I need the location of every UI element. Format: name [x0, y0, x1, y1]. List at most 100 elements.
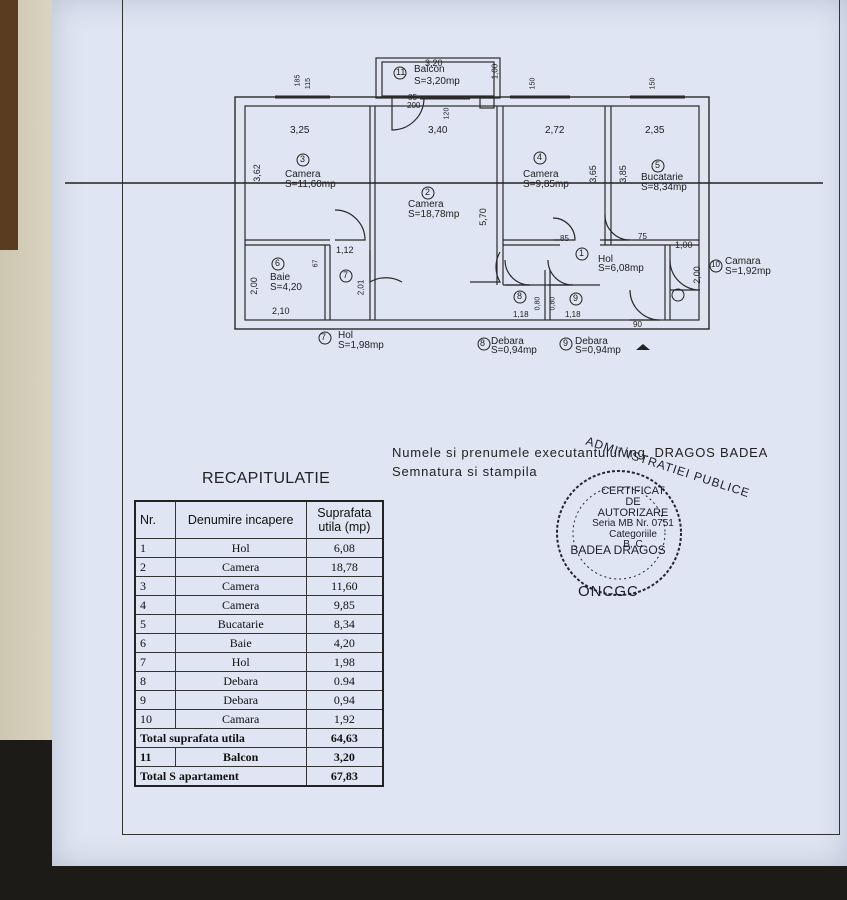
total-utila-row: Total suprafata utila 64,63 — [134, 728, 384, 748]
recap-header-row: Nr. Denumire incapere Suprafata utila (m… — [134, 500, 384, 539]
executant-name: ing. DRAGOS BADEA — [625, 445, 769, 460]
balcon-num: 11 — [396, 67, 406, 77]
dim-201: 2,01 — [356, 279, 366, 296]
recap-table: Nr. Denumire incapere Suprafata utila (m… — [134, 500, 384, 787]
room2-num: 2 — [425, 187, 431, 197]
recap-cell-area: 0,94 — [305, 690, 384, 710]
recap-cell-area: 4,20 — [305, 633, 384, 653]
stamp-l3: AUTORIZARE — [597, 507, 669, 519]
recap-cell-nr: 1 — [134, 538, 176, 558]
recap-cell-name: Hol — [174, 652, 307, 672]
room10-num: 10 — [711, 260, 720, 269]
executant-label: Numele si prenumele executantului — [392, 445, 622, 460]
room4-width: 2,72 — [545, 125, 565, 136]
room6-num: 6 — [275, 258, 281, 268]
balcon-depth: 1,00 — [490, 63, 500, 80]
stamp-l6: B, C — [623, 539, 643, 550]
room1-num: 1 — [579, 248, 585, 258]
stamp-l4: Seria MB Nr. 0751 — [592, 518, 674, 529]
balcon-width: 3,20 — [425, 58, 443, 68]
room5-num: 5 — [655, 160, 661, 170]
recap-cell-name: Camera — [174, 576, 307, 596]
authorization-stamp — [556, 470, 682, 596]
recap-cell-area: 18,78 — [305, 557, 384, 577]
recap-cell-nr: 10 — [134, 709, 176, 729]
room4-name: Camera — [523, 169, 559, 180]
stamp-l7: BADEA DRAGOS — [570, 543, 666, 557]
recap-cell-area: 8,34 — [305, 614, 384, 634]
total-apt-row: Total S apartament 67,83 — [134, 766, 384, 787]
room3-width: 3,25 — [290, 125, 310, 136]
total-apt-value: 67,83 — [305, 766, 384, 787]
dim-112: 1,12 — [336, 245, 354, 255]
dim-185: 185 — [294, 74, 302, 87]
dim-200: 200 — [407, 101, 421, 110]
recap-cell-name: Debara — [174, 690, 307, 710]
header-name: Denumire incapere — [174, 500, 307, 539]
total-apt-label: Total S apartament — [134, 766, 307, 787]
recap-cell-name: Baie — [174, 633, 307, 653]
balcon-nr: 11 — [134, 747, 176, 767]
recap-cell-nr: 2 — [134, 557, 176, 577]
balcon-area: S=3,20mp — [414, 76, 460, 87]
room5-name: Bucatarie — [641, 172, 684, 183]
dim-75: 75 — [638, 232, 647, 241]
recap-cell-name: Debara — [174, 671, 307, 691]
balcon-name: Balcon — [414, 64, 445, 75]
dim-85-hol: 85 — [560, 234, 569, 243]
room7-area: S=1,98mp — [338, 340, 384, 351]
stamp-l5: Categoriile — [609, 529, 657, 540]
room6-area: S=4,20 — [270, 282, 302, 293]
signature-block: Numele si prenumele executantului ing. D… — [392, 445, 768, 479]
recap-cell-name: Bucatarie — [174, 614, 307, 634]
recap-cell-name: Camera — [174, 557, 307, 577]
recap-cell-area: 6,08 — [305, 538, 384, 558]
room10-name: Camara — [725, 256, 761, 267]
recap-cell-area: 9,85 — [305, 595, 384, 615]
room8-name: Debara — [491, 336, 524, 347]
recap-cell-nr: 7 — [134, 652, 176, 672]
recap-cell-area: 0.94 — [305, 671, 384, 691]
recap-cell-nr: 6 — [134, 633, 176, 653]
dim-67: 67 — [312, 259, 320, 268]
dim-118-a: 1,18 — [513, 310, 529, 319]
recap-cell-nr: 4 — [134, 595, 176, 615]
recap-cell-nr: 9 — [134, 690, 176, 710]
stamp-l2: DE — [625, 496, 641, 508]
room3-height: 3,62 — [251, 164, 262, 182]
room5-height: 3,85 — [617, 165, 628, 183]
stamp-l1: CERTIFICAT — [601, 485, 665, 497]
room6-height: 2,00 — [248, 277, 259, 295]
dim-150: 150 — [529, 77, 537, 90]
recap-cell-area: 1,98 — [305, 652, 384, 672]
room10-height: 2,00 — [691, 266, 702, 284]
room9-area: S=0,94mp — [575, 345, 621, 356]
recap-cell-name: Hol — [174, 538, 307, 558]
room7-num-legend: 7 — [321, 332, 327, 342]
dim-080-a: 0,80 — [534, 296, 542, 311]
balcon-label: Balcon — [174, 747, 307, 767]
dim-150-b: 150 — [649, 77, 657, 90]
room2-area: S=18,78mp — [408, 209, 460, 220]
room8-area: S=0,94mp — [491, 345, 537, 356]
room8-num: 8 — [517, 291, 523, 301]
balcon-area: 3,20 — [305, 747, 384, 767]
recap-cell-area: 1,92 — [305, 709, 384, 729]
recap-title: RECAPITULATIE — [202, 470, 331, 487]
header-area: Suprafata utila (mp) — [305, 500, 384, 539]
recap-cell-nr: 3 — [134, 576, 176, 596]
dim-080-b: 0,80 — [549, 296, 557, 311]
recap-cell-nr: 5 — [134, 614, 176, 634]
room3-name: Camera — [285, 169, 321, 180]
recap-cell-name: Camera — [174, 595, 307, 615]
total-utila-value: 64,63 — [305, 728, 384, 748]
header-nr: Nr. — [134, 500, 176, 539]
page-frame — [122, 0, 840, 835]
room1-name: Hol — [598, 254, 614, 265]
room4-num: 4 — [537, 152, 543, 162]
